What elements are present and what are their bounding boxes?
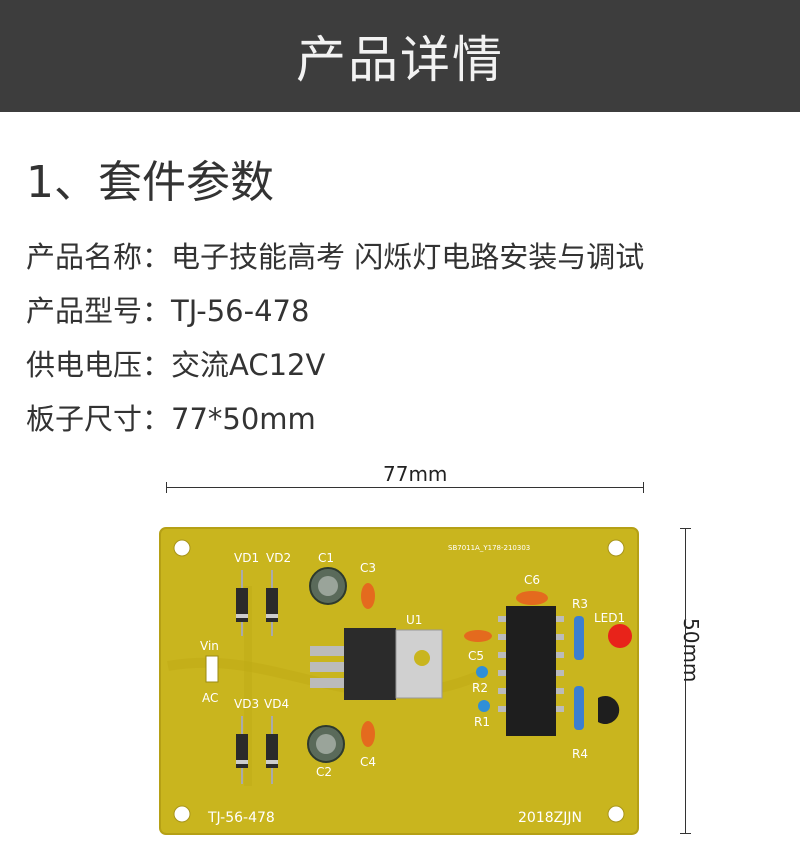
label-vd2: VD2 bbox=[266, 551, 291, 565]
width-dimension-tick-left bbox=[166, 482, 167, 493]
label-ac: AC bbox=[202, 691, 218, 705]
label-r4: R4 bbox=[572, 747, 588, 761]
label-vd4: VD4 bbox=[264, 697, 289, 711]
capacitor-c5 bbox=[476, 666, 488, 678]
resistor-r2 bbox=[478, 700, 490, 712]
diode-vd3 bbox=[236, 716, 248, 784]
capacitor-c3 bbox=[361, 583, 375, 609]
page-header: 产品详情 bbox=[0, 0, 800, 112]
height-dimension-label: 50mm bbox=[679, 618, 703, 683]
height-dimension-tick-bottom bbox=[680, 833, 691, 834]
diode-vd4 bbox=[266, 716, 278, 784]
capacitor-c6 bbox=[516, 591, 548, 605]
label-u1: U1 bbox=[406, 613, 422, 627]
mounting-hole bbox=[607, 539, 625, 557]
label-r2: R2 bbox=[472, 681, 488, 695]
spec-product-name: 产品名称：电子技能高考 闪烁灯电路安装与调试 bbox=[26, 240, 645, 274]
mounting-hole bbox=[173, 539, 191, 557]
label-vd1: VD1 bbox=[234, 551, 259, 565]
header-title: 产品详情 bbox=[296, 31, 504, 89]
resistor-r3 bbox=[574, 616, 584, 660]
spec-model: 产品型号：TJ-56-478 bbox=[26, 294, 310, 328]
label-led1: LED1 bbox=[594, 611, 625, 625]
spec-list: 产品名称：电子技能高考 闪烁灯电路安装与调试 产品型号：TJ-56-478 供电… bbox=[26, 230, 644, 446]
pcb-board-photo: SB7011A_Y178-210303 VD1 VD2 C1 C3 Vin AC… bbox=[158, 526, 640, 836]
capacitor-c4 bbox=[361, 721, 375, 747]
label-c1: C1 bbox=[318, 551, 334, 565]
ic-chip bbox=[498, 606, 564, 736]
label-r3: R3 bbox=[572, 597, 588, 611]
regulator-u1 bbox=[310, 628, 443, 700]
label-vin: Vin bbox=[200, 639, 219, 653]
board-date-code: 2018ZJJN bbox=[518, 810, 582, 826]
label-r1: R1 bbox=[474, 715, 490, 729]
label-c3: C3 bbox=[360, 561, 376, 575]
height-dimension-line bbox=[685, 528, 686, 834]
label-c2: C2 bbox=[316, 765, 332, 779]
pcb-board-svg: SB7011A_Y178-210303 VD1 VD2 C1 C3 Vin AC… bbox=[159, 527, 639, 835]
height-dimension-tick-top bbox=[680, 528, 691, 529]
label-c5: C5 bbox=[468, 649, 484, 663]
vin-connector bbox=[205, 655, 219, 683]
spec-voltage: 供电电压：交流AC12V bbox=[26, 348, 326, 382]
transistor bbox=[598, 696, 620, 724]
label-c6: C6 bbox=[524, 573, 540, 587]
spec-board-size: 板子尺寸：77*50mm bbox=[26, 402, 316, 436]
diode-vd2 bbox=[266, 570, 278, 636]
board-model-label: TJ-56-478 bbox=[207, 810, 275, 826]
resistor-r4 bbox=[574, 686, 584, 730]
label-c4: C4 bbox=[360, 755, 376, 769]
led-led1 bbox=[608, 624, 632, 648]
mounting-hole bbox=[173, 805, 191, 823]
width-dimension-tick-right bbox=[643, 482, 644, 493]
width-dimension-label: 77mm bbox=[383, 462, 448, 486]
label-vd3: VD3 bbox=[234, 697, 259, 711]
capacitor-small bbox=[464, 630, 492, 642]
diode-vd1 bbox=[236, 570, 248, 636]
section-title: 1、套件参数 bbox=[26, 157, 274, 208]
mounting-hole bbox=[607, 805, 625, 823]
width-dimension-line bbox=[166, 487, 644, 488]
board-top-code: SB7011A_Y178-210303 bbox=[448, 544, 530, 552]
